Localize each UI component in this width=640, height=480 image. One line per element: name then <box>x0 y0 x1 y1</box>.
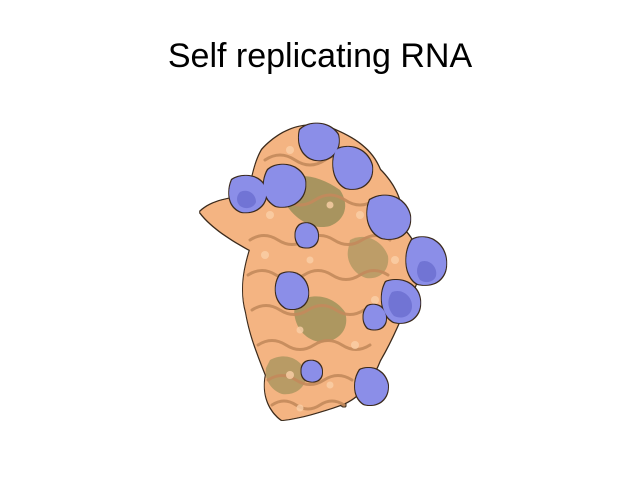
slide-title: Self replicating RNA <box>167 37 473 75</box>
protein-shadows <box>237 190 437 318</box>
